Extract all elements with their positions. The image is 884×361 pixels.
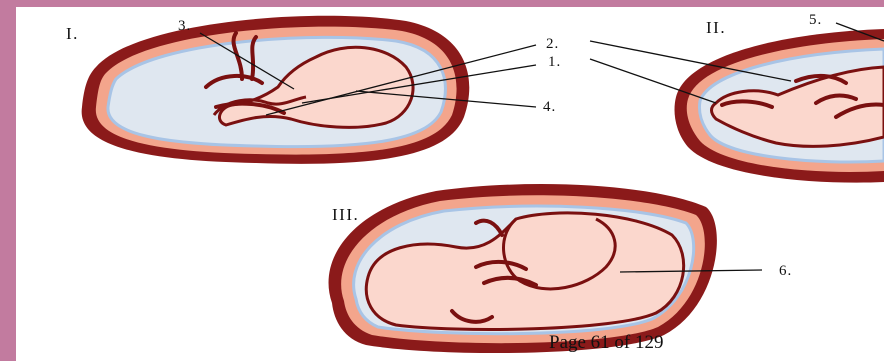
uterus-figure-1 (82, 16, 470, 164)
callout-2: 2. (546, 36, 559, 53)
callout-1: 1. (548, 54, 561, 71)
figure-label-i: I. (66, 24, 79, 44)
fetal-development-illustration (16, 7, 884, 361)
callout-5: 5. (809, 12, 822, 29)
uterus-figure-3 (329, 184, 717, 353)
figure-label-ii: II. (706, 18, 726, 38)
document-page: I. II. III. 3. 2. 1. 4. 5. 6. Page 61 of… (16, 7, 884, 361)
page-number-footer: Page 61 of 129 (549, 332, 664, 354)
callout-3: 3. (178, 18, 191, 35)
figure-label-iii: III. (332, 205, 359, 225)
uterus-figure-2 (675, 29, 884, 183)
callout-6: 6. (779, 263, 792, 280)
callout-4: 4. (543, 99, 556, 116)
